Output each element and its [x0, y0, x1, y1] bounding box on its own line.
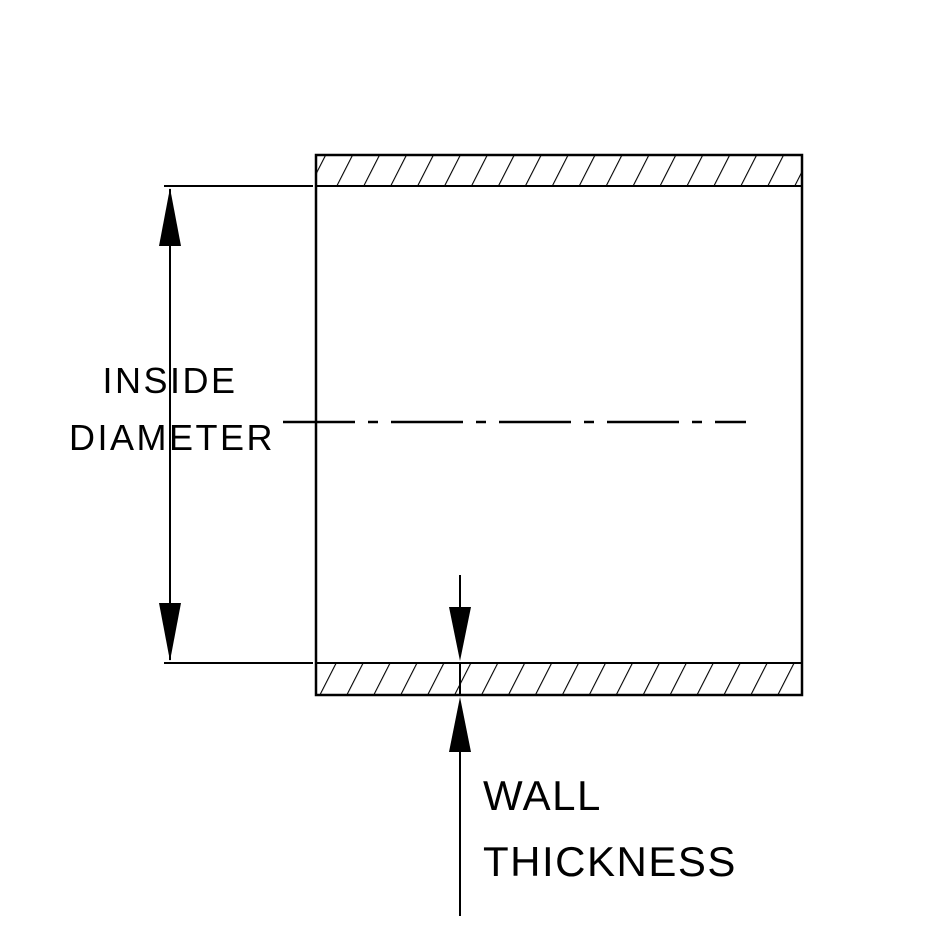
bottom-wall-hatch: [316, 663, 802, 695]
inside-diameter-label-line1: INSIDE: [102, 360, 237, 401]
tube-body-outline: [314, 153, 804, 697]
wall-thickness-label-line2: THICKNESS: [483, 838, 737, 885]
wall-thickness-label-line1: WALL: [483, 772, 602, 819]
inside-diameter-label-line2: DIAMETER: [69, 417, 275, 458]
wt-arrow-up-icon: [449, 697, 471, 752]
id-arrow-up-icon: [159, 188, 181, 246]
wt-arrow-down-icon: [449, 607, 471, 661]
top-wall-hatch: [316, 155, 802, 186]
id-arrow-down-icon: [159, 603, 181, 661]
